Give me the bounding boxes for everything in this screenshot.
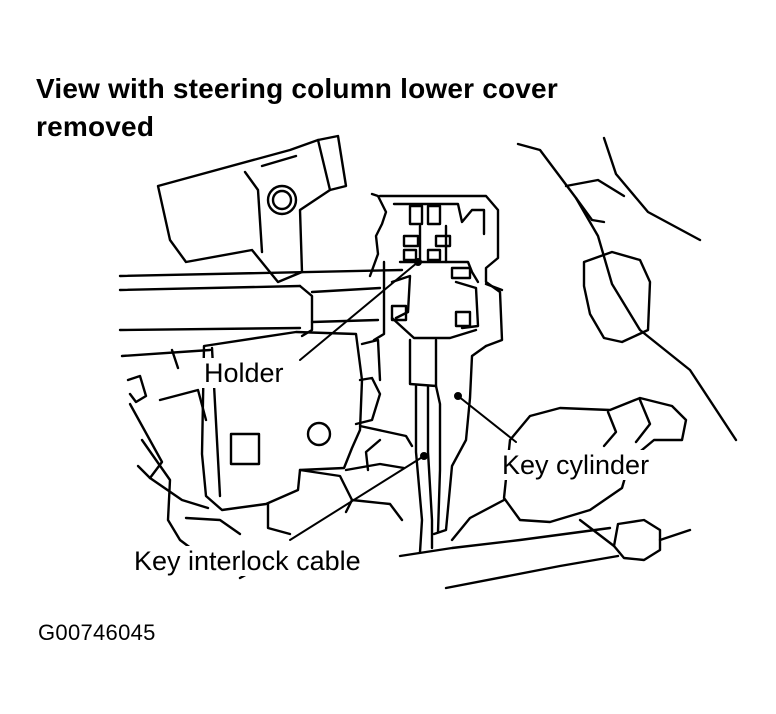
holder-label: Holder [202,358,286,388]
frame-rails [118,268,404,358]
key-cylinder-body [432,282,504,536]
column-shaft [266,338,414,536]
key-cylinder-label: Key cylinder [500,450,652,480]
right-side-components [450,136,738,562]
key-interlock-cable-label: Key interlock cable [132,546,363,576]
key-interlock-cable [414,384,434,554]
holder-leader-line [299,261,419,361]
interlock-connector [368,192,504,388]
left-background-parts [126,348,242,576]
upper-bracket [156,134,348,284]
leader-lines [289,258,517,541]
diagram-title: View with steering column lower cover re… [36,73,558,142]
key-cylinder-leader-line [457,395,517,443]
figure-id: G00746045 [38,620,156,645]
key-interlock-cable-leader-line [289,455,425,541]
